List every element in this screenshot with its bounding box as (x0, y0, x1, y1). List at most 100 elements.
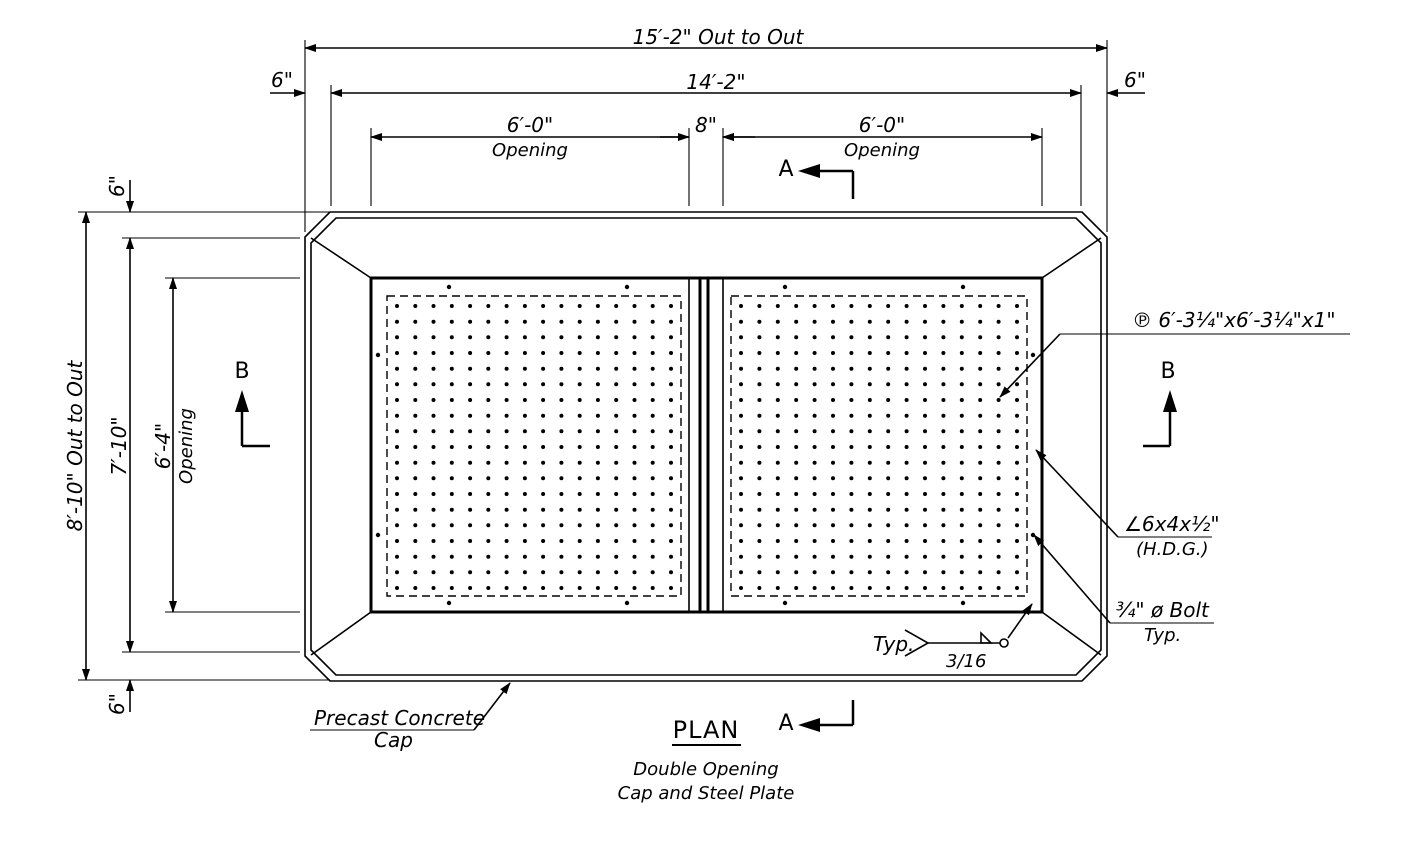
hole-dot (867, 319, 872, 324)
hole-dot (559, 429, 564, 434)
hole-dot (996, 460, 1001, 465)
hole-dot (413, 398, 418, 402)
title-sub-line2: Cap and Steel Plate (618, 783, 795, 804)
hole-dot (867, 476, 872, 481)
hole-dot (595, 398, 600, 402)
hole-dot (739, 570, 743, 575)
hole-dot (449, 304, 454, 308)
hole-dot (559, 351, 564, 355)
hole-dot (614, 304, 619, 308)
hole-dot (923, 366, 927, 371)
hole-dot (794, 304, 799, 308)
hole-dot (959, 398, 964, 402)
hole-dot (904, 554, 909, 559)
hole-dot (449, 351, 454, 355)
hole-dot (669, 319, 673, 324)
hole-dot (757, 523, 762, 528)
dim-right-offset: 6" (1124, 68, 1146, 92)
hole-dot (650, 554, 655, 559)
hole-dot (867, 460, 872, 465)
hole-dot (395, 476, 399, 481)
hole-dot (522, 319, 527, 324)
hole-dot (849, 351, 854, 355)
hole-dot (831, 319, 835, 324)
drawing-title: PLAN Double Opening Cap and Steel Plate (618, 716, 795, 804)
hole-dot (794, 319, 799, 324)
hole-dot (614, 492, 619, 496)
hole-dot (812, 586, 817, 590)
hole-dot (1015, 492, 1019, 496)
hole-dot (941, 445, 946, 449)
hole-dot (775, 351, 780, 355)
hole-dot (614, 398, 619, 402)
hole-dot (1015, 460, 1019, 465)
hole-dot (413, 429, 418, 434)
hole-dot (522, 382, 527, 387)
hole-dot (395, 539, 399, 543)
hole-dot (669, 366, 673, 371)
hole-dot (812, 523, 817, 528)
hole-dot (449, 476, 454, 481)
hole-dot (595, 523, 600, 528)
hole-dot (650, 413, 655, 418)
hole-dot (468, 445, 473, 449)
hole-dot (449, 429, 454, 434)
hole-dot (812, 476, 817, 481)
hole-dot (413, 586, 418, 590)
hole-dot (522, 523, 527, 528)
hole-dot (541, 460, 546, 465)
hole-dot (886, 319, 891, 324)
hole-dot (669, 507, 673, 512)
hole-dot (941, 492, 946, 496)
hole-dot (996, 366, 1001, 371)
hole-dot (395, 554, 399, 559)
hole-dot (486, 366, 491, 371)
hole-dot (577, 335, 582, 340)
hole-dot (886, 382, 891, 387)
hole-dot (541, 523, 546, 528)
hole-dot (849, 319, 854, 324)
hole-dot (978, 413, 983, 418)
hole-dot (886, 351, 891, 355)
hole-dot (614, 319, 619, 324)
hole-dot (395, 429, 399, 434)
hole-dot (522, 507, 527, 512)
hole-dot (886, 523, 891, 528)
hole-dot (812, 319, 817, 324)
hole-dot (468, 554, 473, 559)
hole-dot (486, 507, 491, 512)
hole-dot (504, 382, 509, 387)
hole-dot (669, 492, 673, 496)
hole-dot (669, 554, 673, 559)
hole-dot (849, 398, 854, 402)
hole-dot (595, 413, 600, 418)
hole-dot (577, 492, 582, 496)
hole-dot (449, 586, 454, 590)
hole-dot (978, 335, 983, 340)
hole-dot (775, 304, 780, 308)
svg-text:∠6x4x½": ∠6x4x½" (1124, 512, 1220, 536)
hole-dot (413, 507, 418, 512)
hole-dot (739, 492, 743, 496)
hole-dot (996, 539, 1001, 543)
hole-dot (541, 539, 546, 543)
hole-dot (522, 539, 527, 543)
hole-dot (739, 319, 743, 324)
hole-dot (1015, 586, 1019, 590)
hole-dot (431, 382, 436, 387)
hole-dot (559, 539, 564, 543)
hole-dot (632, 570, 637, 575)
hole-dot (739, 304, 743, 308)
hole-dot (1015, 304, 1019, 308)
hole-dot (431, 539, 436, 543)
hole-dot (395, 366, 399, 371)
hole-dot (996, 351, 1001, 355)
hole-dot (449, 366, 454, 371)
hole-dot (650, 586, 655, 590)
svg-text:B: B (234, 359, 249, 384)
hole-dot (886, 413, 891, 418)
hole-dot (775, 460, 780, 465)
hole-dot (669, 586, 673, 590)
hole-dot (775, 554, 780, 559)
hole-dot (849, 460, 854, 465)
